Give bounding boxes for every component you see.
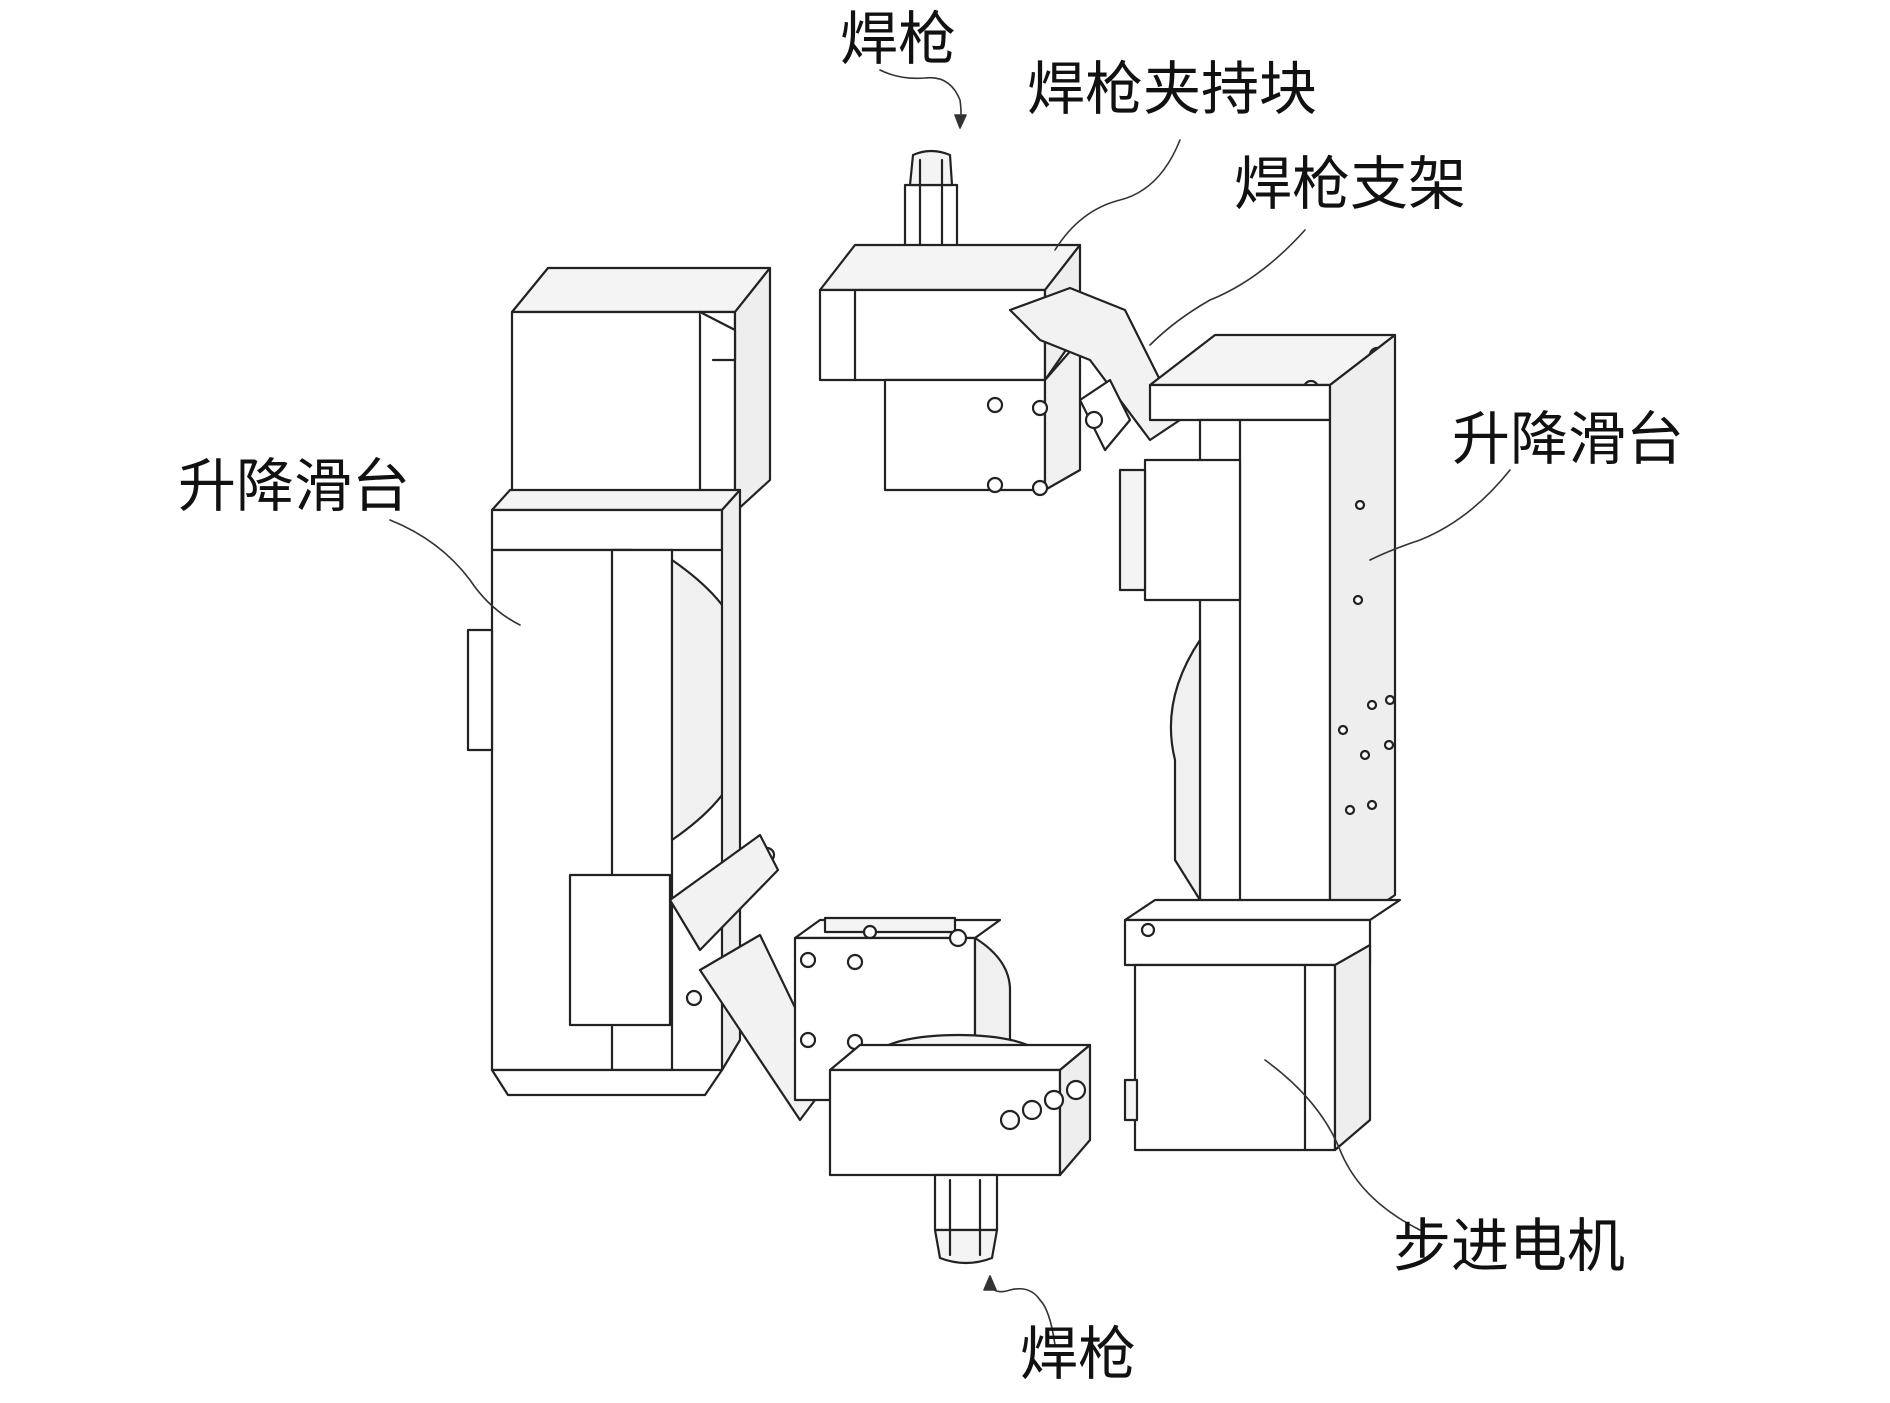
leader-stepper-motor — [1264, 1059, 1421, 1231]
left-stepper-motor — [510, 266, 772, 514]
right-slide-body — [1118, 333, 1397, 942]
leader-torch-bracket — [1149, 229, 1306, 346]
leader-lines — [389, 69, 1511, 1346]
leader-slide-right — [1369, 469, 1511, 561]
left-slide-body — [466, 488, 776, 1097]
label-torch-clamp: 焊枪夹持块 — [1027, 55, 1318, 123]
label-slide-right: 升降滑台 — [1452, 405, 1685, 473]
label-torch-top: 焊枪 — [840, 5, 957, 73]
bottom-torch — [933, 1173, 999, 1265]
label-torch-bottom: 焊枪 — [1020, 1320, 1137, 1388]
top-torch-bracket — [1008, 286, 1182, 452]
arrowhead-torch-top — [954, 114, 967, 129]
arrowhead-torch-bottom — [983, 1275, 997, 1291]
leader-torch-top — [879, 69, 962, 123]
label-stepper-motor: 步进电机 — [1393, 1212, 1626, 1280]
label-slide-left: 升降滑台 — [178, 452, 411, 520]
bottom-torch-clamp-lower — [828, 1033, 1092, 1177]
leader-torch-bottom — [989, 1284, 1056, 1346]
leader-torch-clamp — [1054, 139, 1181, 251]
leader-slide-left — [389, 519, 521, 626]
right-stepper-motor — [1123, 898, 1402, 1152]
label-torch-bracket: 焊枪支架 — [1234, 150, 1467, 218]
top-torch-clamp-block — [818, 243, 1082, 497]
